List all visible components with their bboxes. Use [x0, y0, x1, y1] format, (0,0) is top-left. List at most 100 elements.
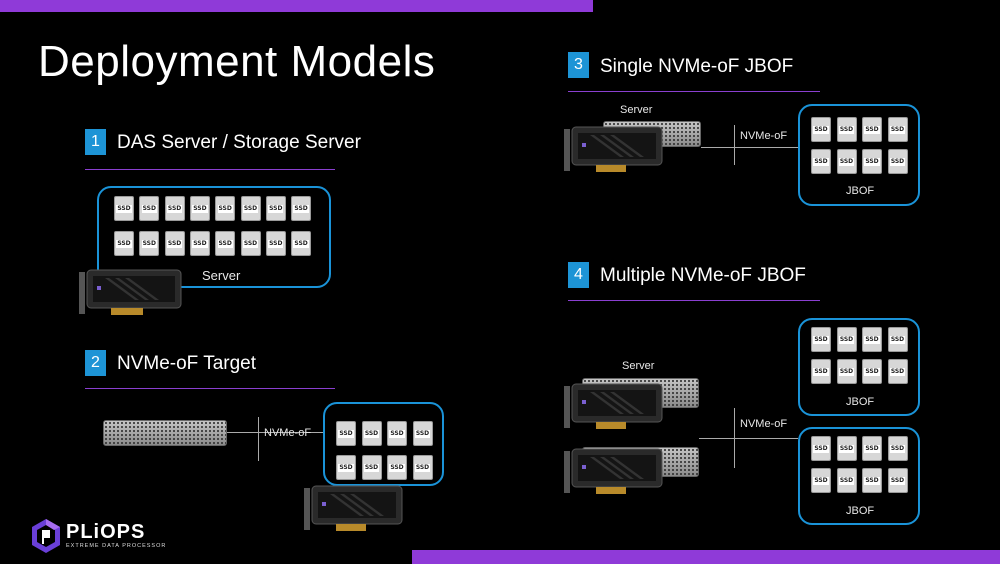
ssd-drive: SSD	[862, 327, 882, 352]
ssd-drive: SSD	[215, 231, 236, 256]
ssd-drive: SSD	[887, 436, 908, 461]
section-4-link-label: NVMe-oF	[740, 418, 788, 430]
bottom-accent-bar	[412, 550, 1000, 564]
page-title: Deployment Models	[38, 37, 436, 86]
ssd-drive: SSD	[887, 327, 908, 352]
ssd-drive-label: SSD	[889, 157, 906, 166]
ssd-drive: SSD	[836, 468, 857, 493]
ssd-drive: SSD	[240, 231, 261, 256]
ssd-drive-label: SSD	[141, 239, 157, 248]
ssd-drive: SSD	[862, 436, 882, 461]
section-2-title: NVMe-oF Target	[117, 353, 257, 374]
ssd-drive-label: SSD	[141, 204, 157, 213]
ssd-drive-label: SSD	[217, 239, 233, 248]
ssd-drive: SSD	[164, 196, 185, 221]
section-4-underline	[568, 300, 820, 301]
ssd-drive: SSD	[862, 117, 882, 142]
section-1-number: 1	[85, 129, 106, 155]
ssd-drive-label: SSD	[242, 204, 259, 213]
ssd-drive-label: SSD	[889, 367, 906, 376]
ssd-drive: SSD	[836, 436, 857, 461]
ssd-drive: SSD	[291, 196, 312, 221]
section-4-jbof-label-1: JBOF	[846, 396, 875, 408]
ssd-drive: SSD	[862, 468, 882, 493]
ssd-drive: SSD	[361, 421, 382, 446]
ssd-drive: SSD	[336, 455, 356, 480]
ssd-drive-label: SSD	[864, 367, 880, 376]
section-4-link-line	[699, 438, 798, 439]
section-4-number: 4	[568, 262, 589, 288]
ssd-drive-label: SSD	[363, 463, 380, 472]
section-4-server-label: Server	[622, 360, 655, 372]
ssd-drive-label: SSD	[363, 429, 380, 438]
ssd-drive-label: SSD	[192, 204, 208, 213]
ssd-drive-label: SSD	[889, 335, 906, 344]
ssd-drive-label: SSD	[166, 239, 183, 248]
section-1-underline	[85, 169, 335, 170]
ssd-drive: SSD	[387, 421, 407, 446]
ssd-drive: SSD	[412, 421, 433, 446]
ssd-drive-label: SSD	[338, 463, 354, 472]
ssd-drive: SSD	[811, 436, 831, 461]
ssd-drive: SSD	[887, 359, 908, 384]
section-4-accelerator-card-2	[564, 448, 663, 494]
ssd-drive: SSD	[114, 231, 134, 256]
ssd-drive: SSD	[887, 149, 908, 174]
section-2-number: 2	[85, 350, 106, 376]
ssd-drive: SSD	[387, 455, 407, 480]
ssd-drive-label: SSD	[268, 204, 284, 213]
ssd-drive-label: SSD	[217, 204, 233, 213]
ssd-drive-label: SSD	[813, 157, 829, 166]
section-3-link-label: NVMe-oF	[740, 130, 788, 142]
section-2-link-label: NVMe-oF	[264, 427, 312, 439]
nvmeof-target-server-chassis	[103, 420, 227, 446]
ssd-drive: SSD	[139, 231, 160, 256]
section-4-title: Multiple NVMe-oF JBOF	[600, 265, 806, 286]
ssd-drive-label: SSD	[116, 239, 132, 248]
section-4-jbof-label-2: JBOF	[846, 505, 875, 517]
ssd-drive-label: SSD	[813, 125, 829, 134]
section-3-accelerator-card	[564, 126, 663, 172]
ssd-drive-label: SSD	[889, 476, 906, 485]
section-3-jbof-box	[798, 104, 920, 206]
ssd-drive: SSD	[189, 196, 210, 221]
ssd-drive-label: SSD	[838, 367, 855, 376]
section-3-underline	[568, 91, 820, 92]
ssd-drive: SSD	[836, 117, 857, 142]
ssd-drive: SSD	[862, 359, 882, 384]
ssd-drive: SSD	[164, 231, 185, 256]
das-server-label: Server	[202, 268, 241, 283]
nvmeof-target-box	[323, 402, 444, 486]
section-4-link-tick	[734, 408, 735, 468]
section-3-server-label: Server	[620, 104, 653, 116]
ssd-drive: SSD	[862, 149, 882, 174]
ssd-drive-label: SSD	[813, 335, 829, 344]
section-4-jbof-box-2	[798, 427, 920, 525]
ssd-drive-label: SSD	[293, 204, 309, 213]
section-4-accelerator-card-1	[564, 383, 663, 429]
section-4-jbof-box-1	[798, 318, 920, 416]
section-1-title: DAS Server / Storage Server	[117, 132, 361, 153]
ssd-drive: SSD	[811, 359, 831, 384]
pliops-logo-tagline: EXTREME DATA PROCESSOR	[66, 543, 167, 549]
ssd-drive: SSD	[240, 196, 261, 221]
section-3-jbof-label: JBOF	[846, 185, 875, 197]
ssd-drive-label: SSD	[116, 204, 132, 213]
section-3-title: Single NVMe-oF JBOF	[600, 56, 794, 77]
ssd-drive: SSD	[836, 327, 857, 352]
ssd-drive-label: SSD	[838, 157, 855, 166]
ssd-drive: SSD	[114, 196, 134, 221]
pliops-logo-text: PLiOPS	[66, 521, 146, 543]
ssd-drive-label: SSD	[838, 335, 855, 344]
ssd-drive-label: SSD	[389, 429, 405, 438]
das-server-box	[97, 186, 331, 288]
ssd-drive-label: SSD	[813, 367, 829, 376]
das-accelerator-card	[79, 269, 182, 315]
ssd-drive-label: SSD	[414, 429, 431, 438]
ssd-drive-label: SSD	[864, 444, 880, 453]
ssd-drive: SSD	[836, 359, 857, 384]
ssd-drive-label: SSD	[813, 476, 829, 485]
ssd-drive-label: SSD	[293, 239, 309, 248]
ssd-drive-label: SSD	[813, 444, 829, 453]
nvmeof-accelerator-card	[304, 485, 403, 531]
